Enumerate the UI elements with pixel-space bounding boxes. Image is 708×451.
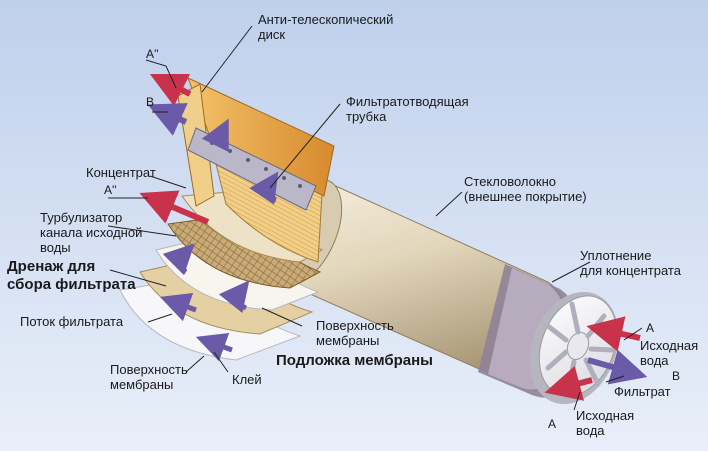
- membrane-support-label: Подложка мембраны: [276, 352, 433, 369]
- marker-a-right: A: [646, 321, 655, 335]
- feed-water-bottom-label: Исходная вода: [576, 408, 635, 438]
- marker-b-top: B: [146, 95, 155, 109]
- leader-lines: [107, 25, 643, 411]
- concentrate-seal-label: Уплотнение для концентрата: [580, 248, 681, 278]
- marker-a-double-mid: A'': [104, 183, 117, 197]
- permeate-right-label: Фильтрат: [614, 384, 671, 399]
- membrane-surface-upper-label: Поверхность мембраны: [316, 318, 394, 348]
- flow-arrows: [139, 73, 648, 401]
- feed-spacer-label: Турбулизатор канала исходной воды: [40, 210, 143, 255]
- glue-label: Клей: [232, 372, 262, 387]
- marker-a-double-top: A'': [146, 47, 159, 61]
- permeate-tube-label: Фильтратотводящая трубка: [346, 94, 469, 124]
- feed-water-right-label: Исходная вода: [640, 338, 699, 368]
- permeate-drain-label: Дренаж для сбора фильтрата: [7, 258, 136, 293]
- permeate-flow-label: Поток фильтрата: [20, 314, 124, 329]
- anti-telescopic-disc-label: Анти-телескопический диск: [258, 12, 394, 42]
- membrane-surface-lower-label: Поверхность мембраны: [110, 362, 188, 392]
- marker-a-bottom: A: [548, 417, 557, 431]
- fiberglass-label: Стекловолокно (внешнее покрытие): [464, 174, 587, 204]
- concentrate-label: Концентрат: [86, 165, 156, 180]
- marker-b-right: B: [672, 369, 681, 383]
